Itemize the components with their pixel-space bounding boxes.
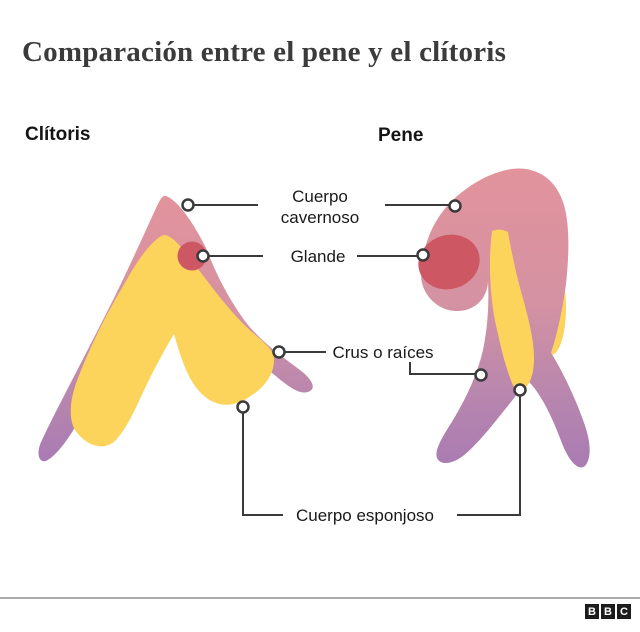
cavernoso-penis-point [448, 199, 462, 213]
esponjoso-clitoris-point [236, 400, 250, 414]
bbc-logo-block-3: C [617, 604, 631, 619]
annotation-cuerpo-esponjoso: Cuerpo esponjoso [296, 506, 434, 525]
bbc-logo: B B C [585, 604, 631, 619]
clitoris-bulbs-shape [70, 235, 274, 447]
crus-penis-point [474, 368, 488, 382]
penis-spongiosum-front-shape [489, 229, 534, 393]
annotation-crus-o-raices: Crus o raíces [332, 343, 434, 362]
crus-clitoris-point [272, 345, 286, 359]
bbc-logo-block-1: B [585, 604, 599, 619]
connector-lines [193, 204, 521, 516]
footer-divider [0, 597, 640, 599]
clitoris-figure [38, 195, 313, 462]
clitoris-glans-shape [177, 241, 207, 271]
cavernoso-clitoris-point [181, 198, 195, 212]
glande-clitoris-point [196, 249, 210, 263]
glande-penis-point [416, 248, 430, 262]
penis-glans-shape [418, 234, 480, 290]
annotation-cuerpo-cavernoso: Cuerpo cavernoso [280, 187, 360, 227]
penis-figure [418, 168, 590, 468]
esponjoso-penis-point [513, 383, 527, 397]
esponjoso-left-line [242, 412, 283, 516]
crus-right-line [409, 362, 476, 375]
marker-points [181, 198, 527, 414]
section-label-clitoris: Clítoris [25, 124, 91, 145]
bbc-logo-block-2: B [601, 604, 615, 619]
page-title: Comparación entre el pene y el clítoris [22, 36, 507, 68]
section-label-pene: Pene [378, 125, 424, 146]
annotation-glande: Glande [290, 247, 346, 266]
esponjoso-right-line [457, 395, 521, 516]
